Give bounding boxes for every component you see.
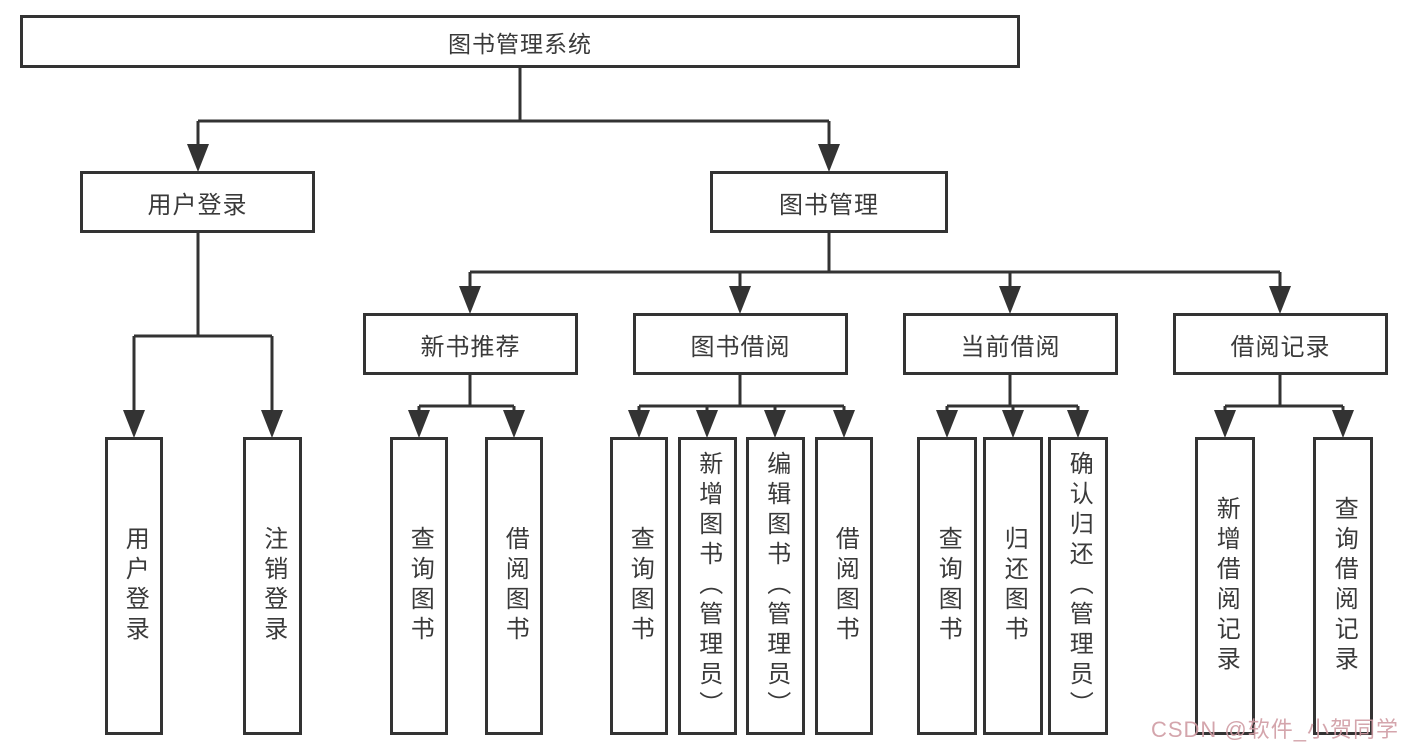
arrowhead — [999, 286, 1021, 314]
arrowhead — [818, 144, 840, 172]
leaf-bb-edit-book-admin: 编辑图书（管理员） — [746, 437, 805, 735]
leaf-bb-edit-book-admin-label: 编辑图书（管理员） — [762, 451, 790, 721]
arrowhead — [1269, 286, 1291, 314]
arrowhead — [833, 410, 855, 438]
leaf-cb-confirm-return-admin: 确认归还（管理员） — [1048, 437, 1108, 735]
node-current-borrow-label: 当前借阅 — [960, 333, 1061, 361]
leaf-bb-borrow-book: 借阅图书 — [815, 437, 873, 735]
node-user-login: 用户登录 — [80, 171, 315, 233]
leaf-nb-borrow-book-label: 借阅图书 — [501, 526, 529, 646]
leaf-logout-label: 注销登录 — [259, 526, 287, 646]
leaf-bb-add-book-admin-label: 新增图书（管理员） — [694, 451, 722, 721]
arrowhead — [1002, 410, 1024, 438]
leaf-cb-confirm-return-admin-label: 确认归还（管理员） — [1065, 451, 1093, 721]
node-new-book-rec: 新书推荐 — [363, 313, 578, 375]
node-book-mgmt-label: 图书管理 — [779, 191, 879, 219]
leaf-bb-query-book-label: 查询图书 — [626, 526, 654, 646]
arrowhead — [503, 410, 525, 438]
leaf-cb-return-book-label: 归还图书 — [1000, 526, 1028, 646]
node-borrow-records: 借阅记录 — [1173, 313, 1388, 375]
leaf-cb-query-book-label: 查询图书 — [934, 526, 962, 646]
arrowhead — [936, 410, 958, 438]
leaf-cb-query-book: 查询图书 — [917, 437, 977, 735]
arrowhead — [408, 410, 430, 438]
leaf-br-query-record: 查询借阅记录 — [1313, 437, 1373, 735]
arrowhead — [729, 286, 751, 314]
leaf-bb-borrow-book-label: 借阅图书 — [831, 526, 859, 646]
node-new-book-rec-label: 新书推荐 — [420, 333, 521, 361]
arrowhead — [123, 410, 145, 438]
node-user-login-label: 用户登录 — [147, 191, 248, 219]
leaf-br-add-record: 新增借阅记录 — [1195, 437, 1255, 735]
leaf-bb-add-book-admin: 新增图书（管理员） — [678, 437, 737, 735]
node-borrow-records-label: 借阅记录 — [1230, 333, 1331, 361]
leaf-bb-query-book: 查询图书 — [610, 437, 668, 735]
leaf-user-login: 用户登录 — [105, 437, 163, 735]
node-current-borrow: 当前借阅 — [903, 313, 1118, 375]
node-root: 图书管理系统 — [20, 15, 1020, 68]
arrowhead — [1214, 410, 1236, 438]
leaf-nb-query-book-label: 查询图书 — [406, 526, 434, 646]
node-book-mgmt: 图书管理 — [710, 171, 948, 233]
leaf-br-add-record-label: 新增借阅记录 — [1212, 496, 1240, 676]
node-book-borrow-label: 图书借阅 — [690, 333, 791, 361]
leaf-nb-borrow-book: 借阅图书 — [485, 437, 543, 735]
arrowhead — [1332, 410, 1354, 438]
leaf-user-login-label: 用户登录 — [121, 526, 149, 646]
arrowhead — [764, 410, 786, 438]
arrowhead — [1067, 410, 1089, 438]
csdn-watermark: CSDN @软件_小贺同学 — [1150, 717, 1399, 742]
arrowhead — [696, 410, 718, 438]
arrowhead — [628, 410, 650, 438]
arrowhead — [187, 144, 209, 172]
leaf-cb-return-book: 归还图书 — [983, 437, 1043, 735]
arrowhead — [261, 410, 283, 438]
node-book-borrow: 图书借阅 — [633, 313, 848, 375]
arrowhead — [459, 286, 481, 314]
leaf-logout: 注销登录 — [243, 437, 302, 735]
leaf-nb-query-book: 查询图书 — [390, 437, 448, 735]
leaf-br-query-record-label: 查询借阅记录 — [1330, 496, 1358, 676]
node-root-label: 图书管理系统 — [448, 30, 592, 57]
